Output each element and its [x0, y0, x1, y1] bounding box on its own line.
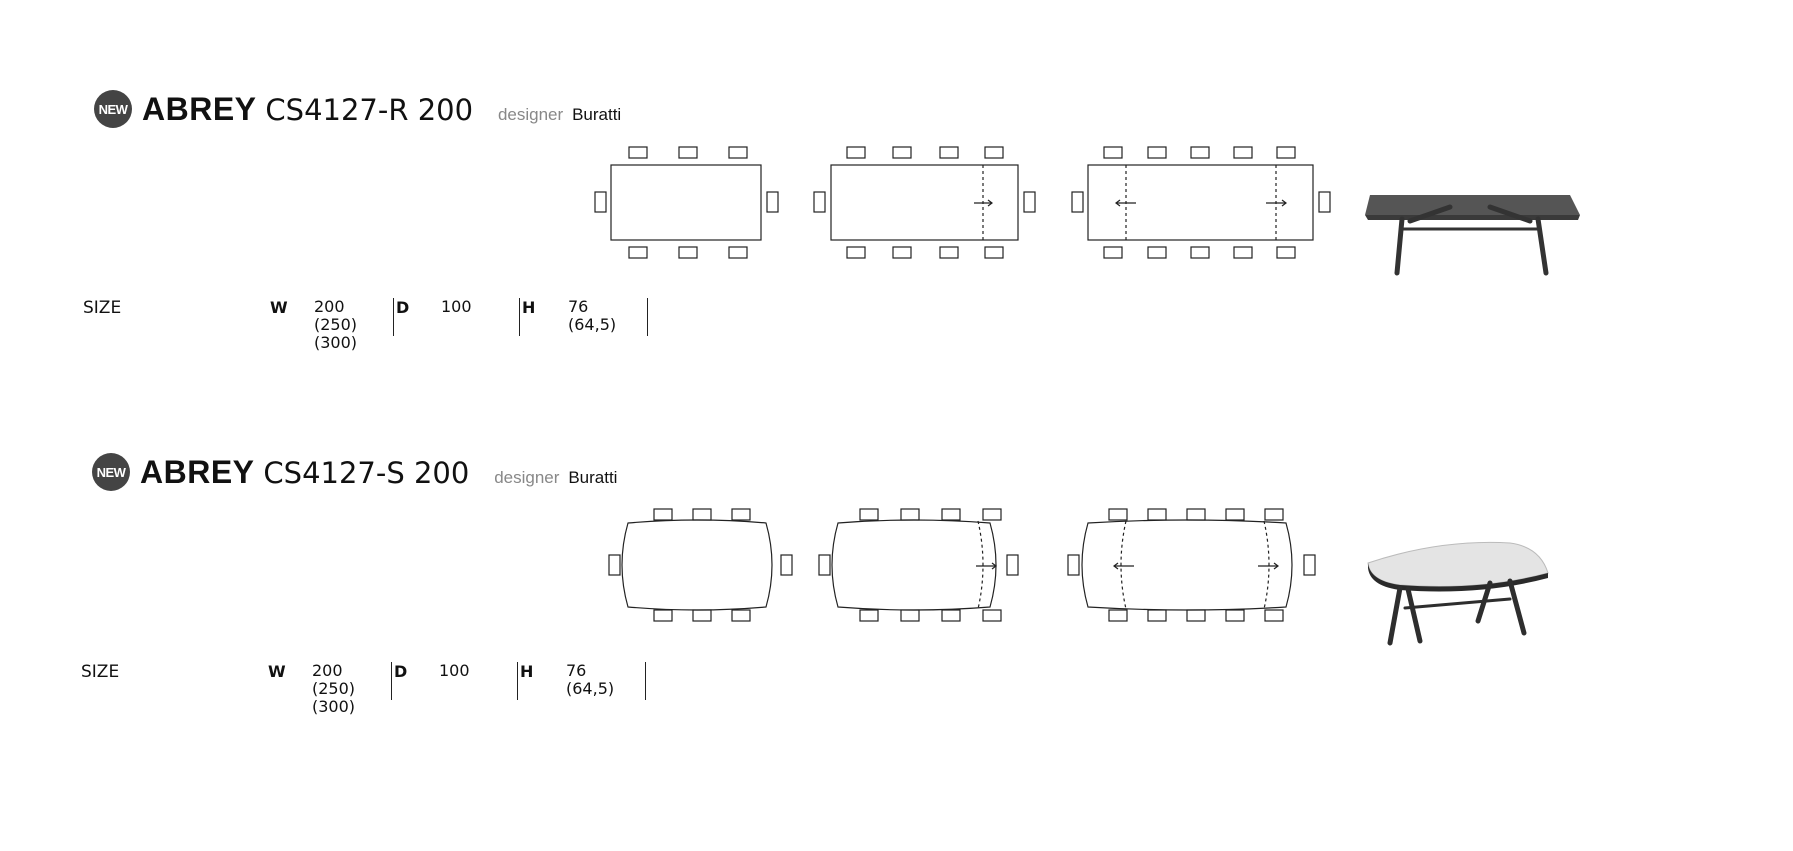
new-badge: NEW — [94, 90, 132, 128]
height-values: 76 (64,5) — [568, 298, 616, 334]
depth-value: 100 — [441, 297, 472, 316]
product-name: ABREY — [142, 91, 257, 127]
table-diagram-one-extension — [813, 146, 1036, 259]
separator — [647, 298, 648, 336]
product-title: ABREY CS4127-R 200 designer Buratti — [142, 91, 621, 128]
designer-name: Buratti — [568, 468, 618, 487]
product-title: ABREY CS4127-S 200 designer Buratti — [140, 454, 617, 491]
width-value-ext2: (300) — [314, 333, 358, 352]
height-value-lowered: (64,5) — [566, 679, 615, 698]
width-value-ext1: (250) — [312, 679, 356, 698]
size-specs: SIZE W 200 (250) (300) D 100 H 76 (64,5) — [0, 662, 700, 722]
separator — [393, 298, 394, 336]
width-value: 200 — [314, 297, 345, 316]
height-key: H — [520, 662, 534, 681]
width-value-ext2: (300) — [312, 697, 356, 716]
product-section-2: NEW ABREY CS4127-S 200 designer Buratti — [0, 363, 1793, 716]
width-value: 200 — [312, 661, 343, 680]
size-label: SIZE — [83, 298, 122, 318]
table-diagram-one-extension — [818, 508, 1019, 622]
table-diagram-two-extensions — [1067, 508, 1316, 622]
table-configuration-diagrams — [608, 508, 1316, 622]
depth-key: D — [396, 298, 410, 317]
product-code: CS4127-R 200 — [265, 93, 474, 127]
depth-key: D — [394, 662, 408, 681]
width-values: 200 (250) (300) — [312, 662, 355, 716]
designer-label: designer — [494, 468, 560, 487]
table-diagram-two-extensions — [1071, 146, 1331, 259]
designer-name: Buratti — [572, 105, 622, 124]
depth-values: 100 — [439, 662, 470, 680]
width-values: 200 (250) (300) — [314, 298, 357, 352]
table-top — [1365, 195, 1580, 215]
product-section-1: NEW ABREY CS4127-R 200 designer Buratti — [0, 0, 1793, 352]
width-key: W — [268, 662, 286, 681]
height-key: H — [522, 298, 536, 317]
height-values: 76 (64,5) — [566, 662, 614, 698]
depth-values: 100 — [441, 298, 472, 316]
product-code: CS4127-S 200 — [263, 456, 470, 490]
table-diagram-closed — [608, 508, 793, 622]
size-specs: SIZE W 200 (250) (300) D 100 H 76 (64,5) — [0, 298, 700, 358]
height-value: 76 — [568, 297, 589, 316]
depth-value: 100 — [439, 661, 470, 680]
table-configuration-diagrams — [594, 146, 1331, 259]
product-name: ABREY — [140, 454, 255, 490]
separator — [645, 662, 646, 700]
new-badge: NEW — [92, 453, 130, 491]
height-value: 76 — [566, 661, 587, 680]
width-value-ext1: (250) — [314, 315, 358, 334]
size-label: SIZE — [81, 662, 120, 682]
width-key: W — [270, 298, 288, 317]
table-photo — [1367, 541, 1549, 646]
designer-label: designer — [497, 105, 564, 124]
separator — [517, 662, 518, 700]
separator — [391, 662, 392, 700]
table-photo — [1365, 195, 1580, 276]
table-diagram-closed — [594, 146, 779, 259]
separator — [519, 298, 520, 336]
height-value-lowered: (64,5) — [568, 315, 617, 334]
